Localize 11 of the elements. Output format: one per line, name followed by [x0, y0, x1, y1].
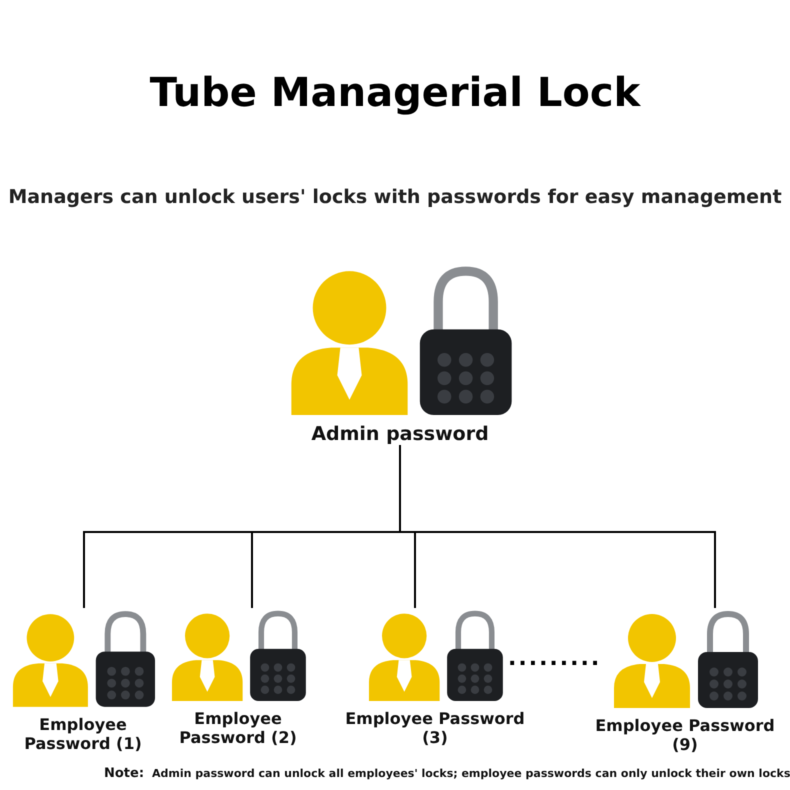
- subtitle: Managers can unlock users' locks with passwords for easy management: [7, 186, 783, 208]
- title: Tube Managerial Lock: [148, 70, 642, 116]
- node-label: Employee Password (1): [23, 715, 143, 753]
- node-label: Employee Password (3): [344, 709, 526, 747]
- node-label: Employee Password (9): [594, 716, 776, 754]
- node-label: Admin password: [310, 423, 490, 445]
- note-text: Admin password can unlock all employees' locks; employee passwords can only unlock their own locks: [152, 767, 790, 780]
- note-label: Note:: [104, 766, 144, 781]
- node-label: Employee Password (2): [178, 709, 298, 747]
- connector-line: [399, 445, 716, 608]
- ellipsis: .........: [508, 646, 602, 671]
